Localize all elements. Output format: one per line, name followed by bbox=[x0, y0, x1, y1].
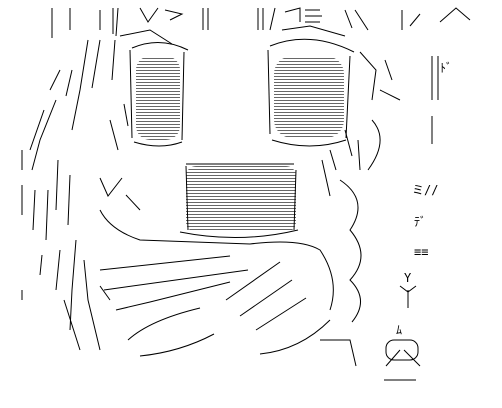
left-hand bbox=[99, 209, 251, 357]
mouth bbox=[179, 163, 299, 239]
left-hair-strands bbox=[21, 39, 116, 351]
hair-strands bbox=[51, 7, 471, 38]
right-hand bbox=[225, 119, 381, 367]
side-text: ﾄﾞ ミ// ﾃﾞ ≡≡ Y ﾑ bbox=[396, 61, 452, 337]
mark-lower: ﾃﾞ bbox=[414, 215, 426, 229]
side-marks bbox=[384, 56, 439, 381]
exclamation-mark: ﾄﾞ bbox=[440, 61, 452, 75]
mark-mid: ミ// bbox=[412, 183, 438, 197]
mark-bottom: ﾑ bbox=[396, 323, 402, 337]
left-eye bbox=[109, 29, 189, 151]
mark-y: Y bbox=[404, 271, 412, 285]
mark-lower-2: ≡≡ bbox=[414, 245, 428, 259]
right-eye bbox=[267, 25, 401, 147]
face-lines bbox=[99, 129, 361, 211]
